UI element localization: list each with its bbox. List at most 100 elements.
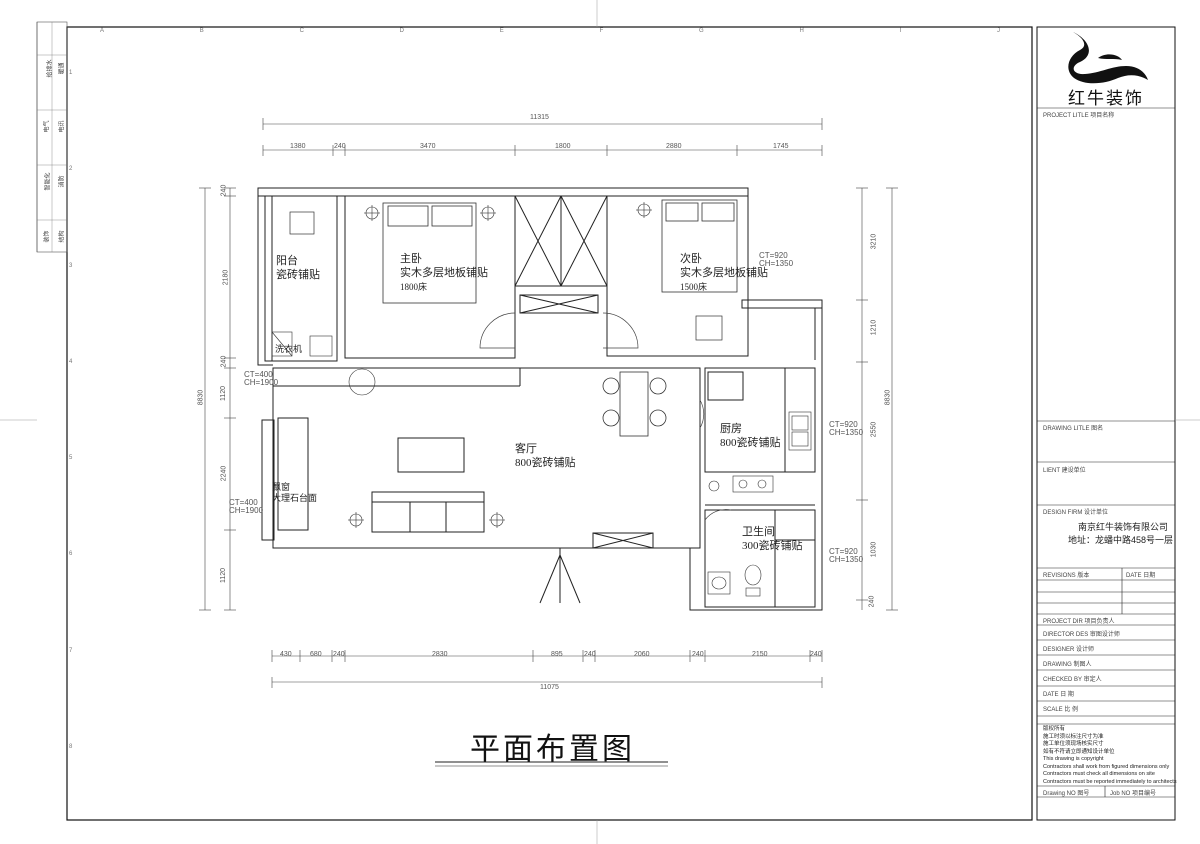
kitchen-fixtures [708,411,812,493]
note-line: 施工时须以标注尺寸为准 [1043,733,1104,740]
room-name: 主卧 [400,253,422,265]
left-strip-label: 给排水 [47,59,54,78]
note-line: 如有不符请立即通知设计单位 [1043,748,1115,755]
left-strip-label: 暖通 [59,62,66,75]
grid-col-label: H [799,28,804,34]
dim-right: 1030 [870,541,878,558]
project-dir-label: PROJECT DIR 项目负责人 [1043,619,1115,625]
window-ct: CT=400 [244,370,273,379]
lamp-symbols [348,202,652,528]
room-floor: 瓷砖铺贴 [276,269,320,281]
window-ch: CH=1350 [759,259,794,268]
grid-col-labels-top: A B C D E F G H I J [100,28,1000,34]
firm-address: 地址：龙蟠中路458号一层 [1068,535,1174,545]
project-title-label: PROJECT LITLE 项目名称 [1043,113,1115,119]
room-name: 厨房 [720,423,742,435]
dim-bottom: 680 [310,651,322,658]
dim-left: 240 [220,184,228,197]
company-logo-text: 红牛装饰 [1068,89,1144,109]
window-note: CT=400 CH=1900 [244,371,278,387]
grid-col-label: B [199,28,204,34]
room-bay-label: 飘窗 大理石台面 [272,482,317,504]
washer-label: 洗衣机 [275,344,303,354]
room-second-label: 次卧 实木多层地板铺贴 1500床 [680,252,768,294]
drawing-title-label: DRAWING LITLE 图名 [1043,426,1104,432]
note-line: This drawing is copyright [1043,756,1104,762]
room-floor: 大理石台面 [272,493,318,503]
grid-row-label: 5 [69,455,73,462]
dim-left-total: 8830 [197,389,205,406]
drawing-frame [66,26,1033,821]
dim-bottom: 240 [333,651,345,658]
room-floor: 300瓷砖铺贴 [742,540,803,552]
job-no-label: Job NO 项目编号 [1110,791,1157,797]
left-strip-label: 智能化 [45,172,52,191]
grid-row-label: 8 [69,743,73,750]
window-ch: CH=1900 [229,506,264,515]
dim-bottom: 430 [280,651,292,658]
room-kitchen-label: 厨房 800瓷砖铺贴 [720,422,781,450]
beds [382,199,738,304]
room-name: 阳台 [276,255,298,267]
director-label: DIRECTOR DES 审图设计师 [1043,632,1120,638]
dim-bottom: 240 [810,651,822,658]
note-line: Contractors shall work from figured dime… [1043,763,1170,770]
grid-row-label: 2 [69,166,73,173]
washer-symbol [271,331,333,357]
window-note: CT=920 CH=1350 [759,252,793,268]
dim-top: 240 [334,143,346,150]
grid-col-label: A [100,28,105,34]
left-strip-label: 装饰 [44,230,51,243]
note-line: Contractors must check all dimensions on… [1043,771,1155,777]
title-block-frame [1036,26,1176,821]
dim-bottom: 240 [584,651,596,658]
drawing-no-label: Drawing NO 图号 [1043,791,1090,797]
chairs [289,211,723,341]
drawing-label: DRAWING 制图人 [1043,662,1092,668]
dining-table [602,371,667,437]
window-ch: CH=1900 [244,378,279,387]
dim-bottom: 2830 [432,651,448,658]
grid-col-label: J [996,28,1000,34]
dim-left: 2240 [220,465,228,482]
window-ct: CT=920 [829,420,858,429]
dim-bottom-total: 11075 [540,684,559,691]
scale-label: SCALE 比 例 [1043,707,1079,713]
grid-row-labels-left: 1 2 3 4 5 6 7 8 [69,70,72,750]
room-living-label: 客厅 800瓷砖铺贴 [515,442,576,470]
note-line: 施工单位须现场核实尺寸 [1043,741,1104,747]
window-note: CT=920 CH=1350 [829,421,863,437]
window-ch: CH=1350 [829,428,864,437]
dim-top-total: 11315 [530,114,549,121]
dim-right: 240 [868,595,876,608]
room-floor: 800瓷砖铺贴 [515,457,576,469]
grid-row-label: 6 [69,551,73,558]
grid-row-label: 4 [69,358,73,365]
dim-left: 1120 [220,567,228,584]
company-logo-icon [1068,32,1148,84]
room-floor: 实木多层地板铺贴 [680,267,768,279]
date-label: DATE 日 期 [1043,692,1074,698]
grid-row-label: 1 [69,70,73,76]
room-name: 客厅 [515,443,537,455]
window-ct: CT=400 [229,498,258,507]
left-strip-label: 电讯 [59,120,66,133]
dim-left: 2180 [222,269,230,286]
dim-bottom: 2150 [752,651,768,658]
dim-left: 240 [220,355,228,368]
revisions-label: REVISIONS 版本 [1043,573,1090,579]
firm-name: 南京红牛装饰有限公司 [1078,522,1169,532]
note-line: Contractors must be reported immediately… [1043,778,1177,785]
grid-col-label: I [899,28,902,34]
grid-col-label: D [399,28,405,34]
title-block-lines [1037,107,1175,798]
dim-right: 3210 [870,233,878,250]
room-name: 飘窗 [272,482,291,492]
dim-top: 2880 [666,143,682,150]
floor-plan-walls [257,187,823,611]
left-strip-label: 消防 [59,175,66,188]
window-note: CT=920 CH=1350 [829,548,863,564]
dimension-lines [199,118,898,688]
designer-label: DESIGNER 设计师 [1043,647,1095,653]
